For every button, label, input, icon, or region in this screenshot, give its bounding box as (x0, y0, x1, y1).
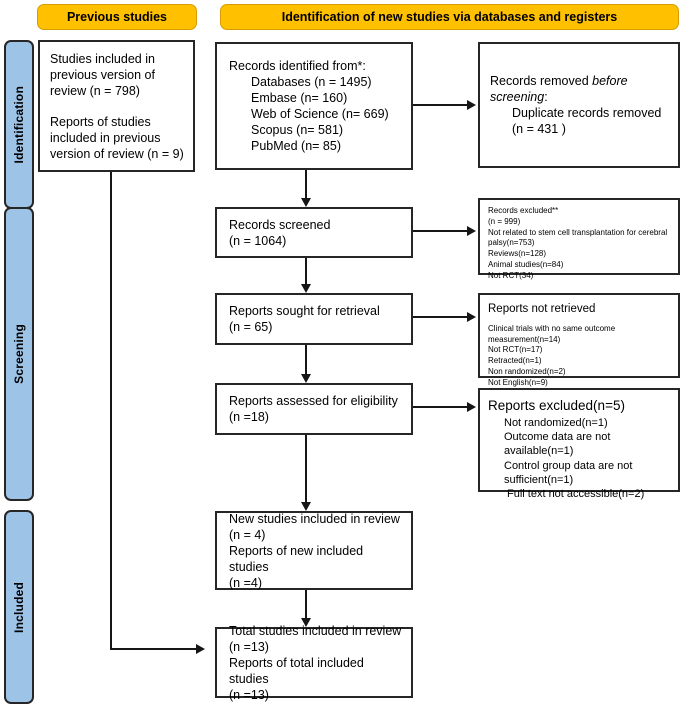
reports-assessed-line: Reports assessed for eligibility (229, 394, 398, 408)
records-removed-title-italic: before screening (490, 74, 628, 104)
phase-tab-screening: Screening (4, 207, 34, 501)
header-previous-studies: Previous studies (37, 4, 197, 30)
records-identified-item: Scopus (n= 581) (251, 123, 344, 137)
records-identified-item: Web of Science (n= 669) (251, 107, 389, 121)
arrow-new-to-total-head (301, 618, 311, 627)
new-studies-line: New studies included in review (229, 511, 400, 526)
box-new-studies-included: New studies included in review (n = 4) R… (215, 511, 413, 590)
arrow-screened-to-sought-line (305, 258, 307, 285)
reports-not-retrieved-item: Not RCT(n=17) (488, 345, 543, 355)
phase-tab-identification: Identification (4, 40, 34, 209)
connector-previous-to-total-horizontal (110, 648, 196, 650)
arrow-new-to-total-line (305, 590, 307, 619)
box-previous-studies: Studies included in previous version of … (38, 40, 195, 172)
records-removed-item: Duplicate records removed (n = 431 ) (512, 106, 662, 136)
reports-assessed-count: (n =18) (229, 410, 269, 424)
records-screened-count: (n = 1064) (229, 233, 287, 248)
arrow-assessed-to-reports-excluded-head (467, 402, 476, 412)
phase-tab-screening-label: Screening (12, 324, 26, 384)
total-studies-count: (n =13) (229, 639, 269, 654)
records-identified-item: Databases (n = 1495) (251, 75, 372, 89)
arrow-sought-to-not-retrieved-head (467, 312, 476, 322)
reports-excluded-title: Reports excluded(n=5) (488, 398, 625, 413)
records-removed-title: Records removed before screening: (490, 73, 672, 105)
records-excluded-line: (n = 999) (488, 216, 521, 226)
box-records-removed: Records removed before screening: Duplic… (478, 42, 680, 168)
connector-previous-to-total-head (196, 644, 205, 654)
reports-not-retrieved-item: Clinical trials with no same outcome mea… (488, 323, 616, 344)
arrow-screened-to-excluded-head (467, 226, 476, 236)
arrow-screened-to-excluded-line (413, 230, 467, 232)
records-removed-title-normal: Records removed (490, 74, 593, 88)
arrow-assessed-to-new-head (301, 502, 311, 511)
arrow-screened-to-sought-head (301, 284, 311, 293)
new-studies-count: (n = 4) (229, 527, 266, 542)
arrow-sought-to-not-retrieved-line (413, 316, 467, 318)
records-excluded-line: Reviews(n=128) (488, 249, 547, 259)
reports-not-retrieved-item: Not English(n=9) (488, 377, 548, 387)
reports-excluded-item: Outcome data are not available(n=1) (504, 431, 611, 458)
new-studies-reports-count: (n =4) (229, 575, 263, 590)
arrow-identified-to-screened-line (305, 170, 307, 199)
previous-studies-paragraph-1: Studies included in previous version of … (50, 51, 155, 98)
reports-excluded-item: Control group data are not sufficient(n=… (504, 459, 633, 486)
records-excluded-line: Animal studies(n=84) (488, 259, 564, 269)
records-identified-item: Embase (n= 160) (251, 91, 348, 105)
total-studies-reports-line: Reports of total included studies (229, 655, 364, 686)
header-identification-new-studies: Identification of new studies via databa… (220, 4, 679, 30)
arrow-assessed-to-reports-excluded-line (413, 406, 467, 408)
records-screened-line: Records screened (229, 217, 331, 232)
records-excluded-line: Not related to stem cell transplantation… (488, 227, 668, 248)
box-total-studies-included: Total studies included in review (n =13)… (215, 624, 413, 702)
box-records-identified: Records identified from*: Databases (n =… (215, 42, 413, 170)
box-reports-not-retrieved: Reports not retrieved Clinical trials wi… (478, 293, 680, 398)
phase-tab-included: Included (4, 510, 34, 704)
box-reports-sought: Reports sought for retrieval (n = 65) (215, 293, 413, 345)
arrow-assessed-to-new-line (305, 435, 307, 503)
box-records-screened: Records screened (n = 1064) (215, 207, 413, 258)
reports-sought-line: Reports sought for retrieval (229, 304, 380, 318)
arrow-identified-to-removed-line (413, 104, 467, 106)
records-removed-title-suffix: : (544, 90, 548, 104)
box-reports-assessed: Reports assessed for eligibility (n =18) (215, 383, 413, 435)
connector-previous-to-total-vertical (110, 172, 112, 649)
box-reports-excluded: Reports excluded(n=5) Not randomized(n=1… (478, 388, 680, 500)
reports-excluded-item: Full text not accessible(n=2) (507, 487, 645, 500)
box-records-excluded: Records excluded** (n = 999) Not related… (478, 198, 680, 280)
arrow-sought-to-assessed-line (305, 345, 307, 375)
phase-tab-included-label: Included (12, 581, 26, 633)
new-studies-reports-line: Reports of new included studies (229, 543, 364, 574)
reports-sought-count: (n = 65) (229, 320, 273, 334)
arrow-identified-to-screened-head (301, 198, 311, 207)
total-studies-line: Total studies included in review (229, 623, 402, 638)
reports-not-retrieved-title: Reports not retrieved (488, 303, 596, 315)
reports-not-retrieved-item: Retracted(n=1) (488, 356, 542, 366)
reports-not-retrieved-item: Non randomized(n=2) (488, 366, 566, 376)
records-identified-item: PubMed (n= 85) (251, 139, 341, 153)
records-identified-title: Records identified from*: (229, 59, 366, 73)
records-excluded-line: Not RCT(34) (488, 270, 534, 280)
total-studies-reports-count: (n =13) (229, 687, 269, 702)
arrow-identified-to-removed-head (467, 100, 476, 110)
arrow-sought-to-assessed-head (301, 374, 311, 383)
reports-excluded-item: Not randomized(n=1) (504, 417, 608, 430)
previous-studies-paragraph-2: Reports of studies included in previous … (50, 114, 184, 161)
phase-tab-identification-label: Identification (12, 85, 26, 164)
records-excluded-line: Records excluded** (488, 206, 559, 215)
